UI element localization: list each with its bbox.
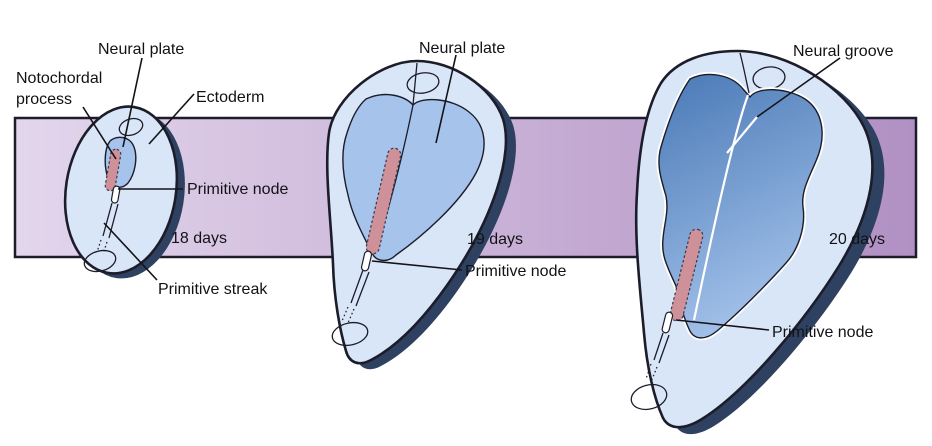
label-primitive-node-3: Primitive node [772,324,874,341]
embryo-20-days [630,49,885,435]
label-neural-plate-1: Neural plate [98,41,185,58]
leader-primitive-node-3 [675,319,770,331]
label-neural-plate-2: Neural plate [419,40,506,57]
leader-neural-plate-1 [122,57,143,148]
embryo2-primitive-streak [341,269,370,324]
label-day-18: 18 days [171,230,228,247]
leader-notochordal-process [82,106,117,160]
embryo3-midline-top [739,52,750,94]
label-primitive-node-2: Primitive node [465,263,567,280]
embryo3-notochordal-process [669,228,704,322]
embryo1-cloacal-membrane [83,249,117,273]
leader-lines [82,54,841,331]
embryo1-notochordal-process [104,148,122,192]
embryo3-primitive-streak [645,332,670,383]
embryo3-primitive-node [661,311,674,334]
embryo2-primitive-node [360,250,373,272]
leader-primitive-node-2 [371,260,463,271]
label-day-19: 19 days [467,231,524,248]
embryo2-cloacal-membrane [331,321,369,347]
leader-neural-groove [756,57,841,118]
label-primitive-node-1: Primitive node [187,181,289,198]
embryo3-neural-groove-line [692,94,750,321]
embryo-19-days [325,59,516,370]
label-notochordal-process: Notochordal process [16,70,103,108]
label-ectoderm: Ectoderm [196,89,265,106]
leader-ectoderm [148,93,195,145]
embryo1-body [63,105,179,275]
embryo2-oropharyngeal-membrane [406,72,440,94]
label-day-20: 20 days [829,231,886,248]
leader-primitive-streak [103,222,158,281]
embryo3-cloacal-membrane [630,383,668,411]
embryo1-primitive-node [110,185,121,204]
label-neural-groove: Neural groove [793,43,894,60]
embryo-18-days [63,105,185,279]
embryo3-neural-plate [658,73,823,339]
leader-neural-groove-white [726,116,758,154]
embryo1-primitive-streak [96,202,119,255]
leader-neural-plate-2 [435,54,457,144]
label-primitive-streak: Primitive streak [158,281,268,298]
embryo2-notochordal-process [365,147,402,255]
